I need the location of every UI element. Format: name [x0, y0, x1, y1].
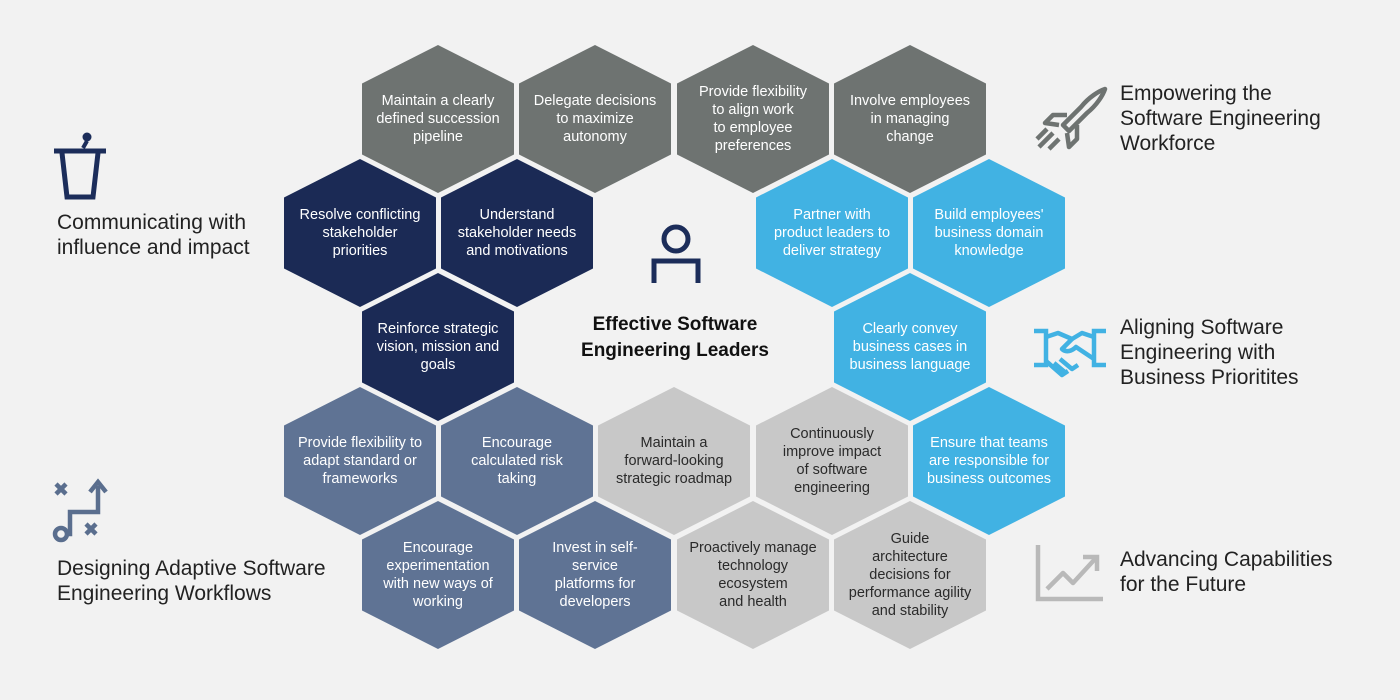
hex-label: Encourage experimentation with new ways … [383, 540, 493, 610]
hex-label: Delegate decisions to maximize autonomy [533, 93, 657, 145]
hex-responsible: Ensure that teams are responsible for bu… [913, 387, 1065, 535]
podium-icon [54, 132, 106, 200]
hex-label: Maintain a forward-looking strategic roa… [615, 435, 733, 487]
hex-convey: Clearly convey business cases in busines… [834, 273, 986, 421]
hex-succession: Maintain a clearly defined succession pi… [362, 45, 514, 193]
hex-label: Continuously improve impact of software … [782, 426, 882, 496]
trend-chart-icon [1035, 545, 1103, 602]
hex-reinforce: Reinforce strategic vision, mission and … [362, 273, 514, 421]
hex-selfservice: Invest in self-service platforms for dev… [519, 501, 671, 649]
hex-delegate: Delegate decisions to maximize autonomy [519, 45, 671, 193]
hex-label: Understand stakeholder needs and motivat… [457, 207, 577, 259]
hex-understand: Understand stakeholder needs and motivat… [441, 159, 593, 307]
hex-label: Invest in self-service platforms for dev… [552, 540, 638, 610]
category-label-communicating: Communicating with influence and impact [57, 211, 250, 259]
hex-ecosystem: Proactively manage technology ecosystem … [677, 501, 829, 649]
leader-person-icon [651, 224, 701, 283]
hex-label: Involve employees in managing change [849, 93, 971, 145]
hex-experiment: Encourage experimentation with new ways … [362, 501, 514, 649]
hex-label: Provide flexibility to adapt standard or… [297, 435, 423, 487]
hex-label: Resolve conflicting stakeholder prioriti… [299, 207, 421, 259]
hex-flex-align: Provide flexibility to align work to emp… [677, 45, 829, 193]
strategy-play-icon [52, 478, 108, 543]
hex-label: Ensure that teams are responsible for bu… [926, 435, 1052, 487]
category-label-designing: Designing Adaptive Software Engineering … [57, 557, 326, 605]
hex-label: Provide flexibility to align work to emp… [699, 84, 807, 154]
hex-roadmap: Maintain a forward-looking strategic roa… [598, 387, 750, 535]
hex-label: Partner with product leaders to deliver … [773, 207, 891, 259]
hex-improve: Continuously improve impact of software … [756, 387, 908, 535]
category-label-advancing: Advancing Capabilities for the Future [1120, 548, 1333, 596]
hex-label: Guide architecture decisions for perform… [848, 531, 972, 619]
hex-risk: Encourage calculated risk taking [441, 387, 593, 535]
hex-involve: Involve employees in managing change [834, 45, 986, 193]
hex-resolve: Resolve conflicting stakeholder prioriti… [284, 159, 436, 307]
hex-label: Encourage calculated risk taking [471, 435, 563, 487]
category-label-empowering: Empowering the Software Engineering Work… [1120, 82, 1321, 155]
hex-label: Clearly convey business cases in busines… [849, 321, 971, 373]
hex-label: Reinforce strategic vision, mission and … [376, 321, 500, 373]
center-title: Effective Software Engineering Leaders [581, 314, 769, 361]
handshake-icon [1034, 328, 1106, 378]
hex-flex-adapt: Provide flexibility to adapt standard or… [284, 387, 436, 535]
hex-architecture: Guide architecture decisions for perform… [834, 501, 986, 649]
hex-domain: Build employees' business domain knowled… [913, 159, 1065, 307]
hex-label: Proactively manage technology ecosystem … [689, 540, 817, 610]
hex-label: Build employees' business domain knowled… [934, 207, 1044, 259]
hex-partner: Partner with product leaders to deliver … [756, 159, 908, 307]
category-label-aligning: Aligning Software Engineering with Busin… [1120, 316, 1299, 389]
hex-label: Maintain a clearly defined succession pi… [376, 93, 500, 145]
rocket-icon [1035, 86, 1108, 151]
